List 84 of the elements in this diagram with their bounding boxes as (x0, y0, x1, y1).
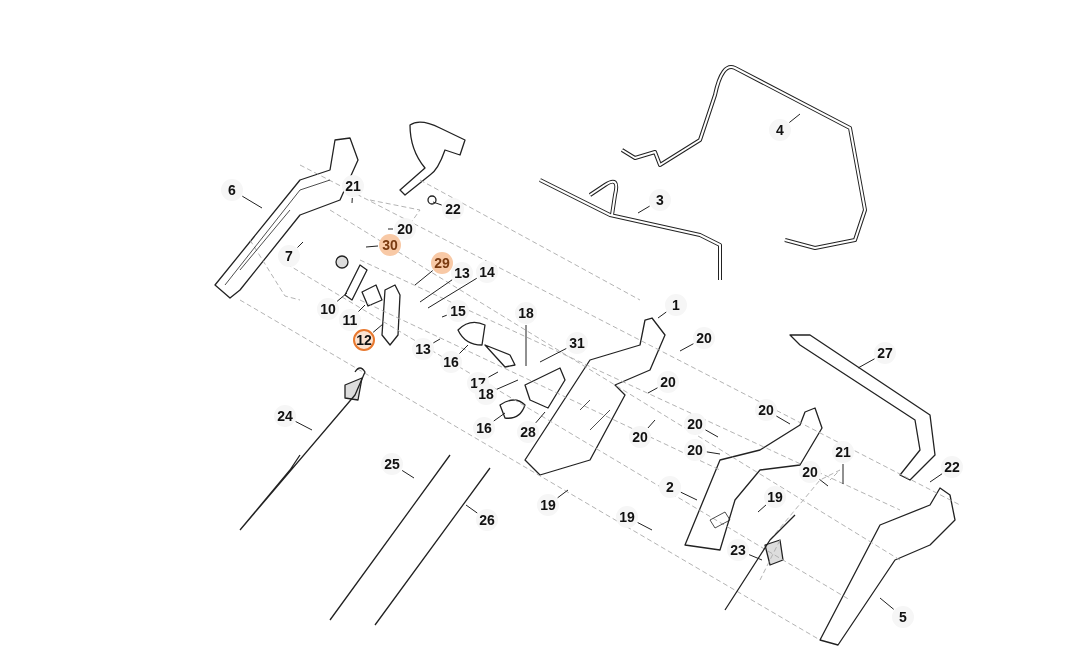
callout-number: 31 (566, 332, 588, 354)
leader-line (432, 201, 443, 206)
callout-number: 22 (442, 198, 464, 220)
leader-line (387, 228, 394, 230)
leader-line (427, 277, 478, 309)
leader-line (351, 197, 353, 204)
callout-number: 23 (727, 539, 749, 561)
leader-line (295, 421, 313, 431)
leader-line (297, 241, 304, 248)
leader-line (539, 348, 567, 363)
leader-line (788, 113, 801, 123)
leader-line (488, 371, 499, 378)
callout-number: 18 (515, 302, 537, 324)
leader-line (706, 451, 721, 455)
leader-line (419, 279, 453, 303)
callout-number: 20 (657, 371, 679, 393)
leader-line (704, 429, 719, 438)
callout-number: 1 (665, 294, 687, 316)
callout-number: 4 (769, 119, 791, 141)
leader-line (432, 338, 441, 344)
leader-line (647, 419, 656, 429)
callout-number: 20 (394, 218, 416, 240)
leader-line (929, 473, 943, 483)
callout-number: 15 (447, 300, 469, 322)
callout-number: 20 (693, 327, 715, 349)
callout-number: 24 (274, 405, 296, 427)
leader-line (465, 504, 478, 514)
leader-line (637, 522, 653, 531)
leader-line (365, 245, 379, 248)
callout-number: 21 (342, 175, 364, 197)
callout-number: 19 (537, 494, 559, 516)
leader-line (525, 324, 527, 367)
callout-number: 20 (684, 413, 706, 435)
leader-line (459, 344, 469, 354)
callout-number: 28 (517, 421, 539, 443)
callout-number: 20 (629, 426, 651, 448)
callout-number: 5 (892, 606, 914, 628)
callout-number: 2 (659, 476, 681, 498)
leader-line (336, 292, 348, 302)
callout-number: 29 (431, 252, 453, 274)
leader-line (441, 314, 448, 318)
callout-number: 10 (317, 298, 339, 320)
callout-number: 20 (799, 461, 821, 483)
callout-number: 3 (649, 189, 671, 211)
leader-line (757, 504, 767, 513)
leader-line (401, 469, 415, 479)
callout-number: 11 (339, 309, 361, 331)
callout-number: 12 (353, 329, 375, 351)
leader-line (647, 387, 658, 394)
callout-number: 20 (755, 399, 777, 421)
leader-line (414, 270, 434, 286)
callout-number: 25 (381, 453, 403, 475)
leader-line (557, 489, 569, 499)
leader-line (372, 323, 384, 333)
leader-line (493, 412, 506, 422)
callout-number: 27 (874, 342, 896, 364)
callout-number: 16 (440, 351, 462, 373)
leader-line (748, 554, 763, 561)
leader-line (818, 478, 829, 487)
leader-line (241, 195, 263, 209)
callout-number: 22 (941, 456, 963, 478)
leader-line (857, 358, 875, 369)
callout-number: 13 (412, 338, 434, 360)
callout-number: 19 (764, 486, 786, 508)
leader-line (842, 463, 844, 485)
leader-line (680, 491, 698, 501)
callout-number: 14 (476, 261, 498, 283)
leader-line (775, 415, 791, 425)
leader-line (637, 205, 651, 214)
callout-number: 16 (473, 417, 495, 439)
callout-number: 21 (832, 441, 854, 463)
leader-line (657, 311, 667, 319)
callout-number: 19 (616, 506, 638, 528)
leader-line (496, 379, 519, 390)
callout-number: 13 (451, 262, 473, 284)
leader-line (535, 411, 546, 424)
callout-number: 6 (221, 179, 243, 201)
callout-number: 7 (278, 245, 300, 267)
leader-line (358, 304, 366, 312)
callout-number: 26 (476, 509, 498, 531)
leader-line (679, 343, 694, 352)
leader-line (879, 597, 895, 610)
callout-number: 20 (684, 439, 706, 461)
callout-number: 30 (379, 234, 401, 256)
